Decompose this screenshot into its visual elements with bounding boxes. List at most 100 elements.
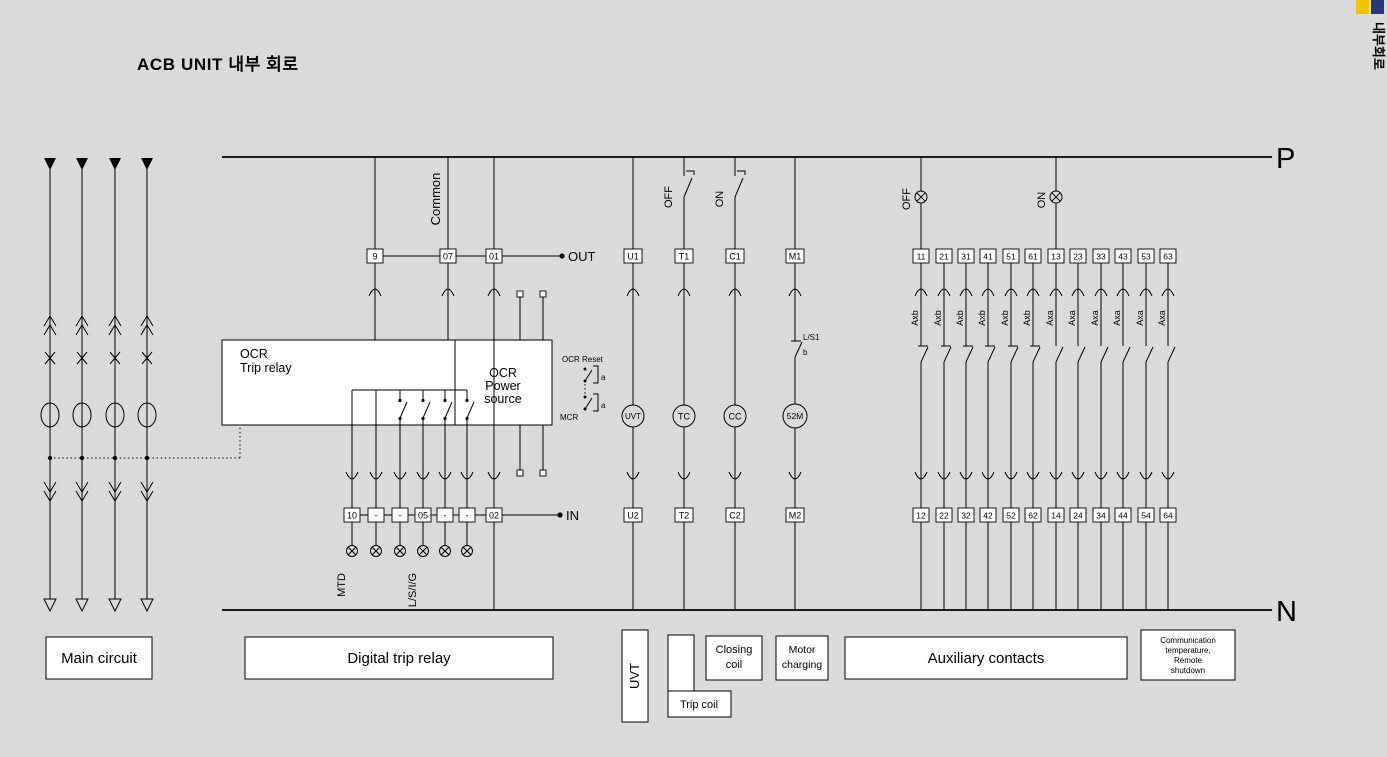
terminal-box: [935, 248, 953, 264]
aux-contact-circuit: Axb 11 12: [910, 248, 930, 610]
terminal-label: 33: [1096, 252, 1106, 262]
main-circuit-pole: [72, 158, 92, 613]
trip-coil-circuit: OFF TC T1 T2: [663, 157, 696, 610]
terminal-box: [366, 248, 384, 264]
lsig-label: L/S/I/G: [407, 573, 419, 607]
terminal-box: [1137, 507, 1155, 523]
ocr-trip-relay-box: [221, 339, 553, 426]
ct-coil-icon: [72, 402, 92, 428]
terminal-label: M2: [789, 511, 802, 521]
closing-coil-label: CC: [729, 412, 742, 422]
uvt-coil-label: UVT: [625, 412, 641, 421]
terminal-box: [1114, 507, 1132, 523]
aux-type-label: Axa: [1135, 310, 1145, 326]
mtd-label: MTD: [336, 573, 348, 597]
terminal-box: [957, 248, 975, 264]
aux-type-label: Axb: [910, 310, 920, 326]
contact-a-label: a: [601, 401, 606, 410]
brand-flag-left-icon: [1356, 0, 1369, 14]
relay-output-contact: [421, 390, 431, 425]
terminal-label: 12: [916, 511, 926, 521]
terminal-label: 21: [939, 252, 949, 262]
page-title: ACB UNIT 내부 회로: [137, 55, 299, 74]
aux-contact-circuit: Axb 61 62: [1022, 248, 1042, 610]
charging-motor-label: 52M: [787, 411, 804, 421]
terminal-box: [1002, 248, 1020, 264]
limit-switch-label: L/S1: [803, 333, 820, 342]
terminal-box: [1069, 248, 1087, 264]
aux-contact-circuit: Axa 63 64: [1157, 248, 1177, 610]
aux-contact-circuit: Axb 41 42: [977, 248, 997, 610]
uvt-label: UVT: [627, 663, 642, 689]
ocr-box-title: OCR: [240, 347, 268, 361]
motor-charging-label-box: [775, 635, 829, 681]
terminal-box: [1024, 507, 1042, 523]
terminal-box: [979, 248, 997, 264]
terminal-box: [785, 248, 805, 264]
section-labels: Main circuit Digital trip relay UVT Trip…: [45, 629, 1236, 723]
terminal-box: [1047, 507, 1065, 523]
closing-coil-label: coil: [726, 659, 743, 671]
digital-trip-relay-label: Digital trip relay: [347, 650, 451, 667]
terminal-label: 13: [1051, 252, 1061, 262]
terminal-box: [935, 507, 953, 523]
terminal-label: -: [375, 511, 378, 521]
digital-trip-relay-label-box: [244, 636, 554, 680]
terminal-label: 44: [1118, 511, 1128, 521]
terminal-label: 23: [1073, 252, 1083, 262]
terminal-label: C1: [729, 252, 741, 262]
aux-type-label: Axa: [1157, 310, 1167, 326]
connector-pin: [539, 290, 547, 298]
terminal-box: [725, 507, 745, 523]
main-circuit-label-box: [45, 636, 153, 680]
closing-coil-circuit: ON CC C1 C2: [714, 157, 747, 610]
terminal-label: 05: [418, 511, 428, 521]
side-tab-label: 내부회로: [1371, 22, 1386, 70]
aux-contact-circuit: Axa 43 44: [1112, 248, 1132, 610]
aux-type-label: Axa: [1090, 310, 1100, 326]
aux-type-label: Axa: [1067, 310, 1077, 326]
terminal-box: [912, 507, 930, 523]
on-switch-label: ON: [714, 191, 726, 208]
terminal-label: 52: [1006, 511, 1016, 521]
aux-contact-circuit: Axb 31 32: [955, 248, 975, 610]
closing-coil-label-box: [705, 635, 763, 681]
terminal-label: 10: [347, 511, 357, 521]
relay-output-contact: [465, 390, 475, 425]
bus-n-label: N: [1276, 596, 1297, 628]
ct-coil-icon: [137, 402, 157, 428]
terminal-label: 32: [961, 511, 971, 521]
terminal-box: [1159, 248, 1177, 264]
trip-indicator-lamps: [346, 522, 473, 557]
terminal-label: 11: [917, 252, 926, 262]
terminal-box: [1024, 248, 1042, 264]
terminal-label: -: [399, 511, 402, 521]
aux-contacts-label: Auxiliary contacts: [928, 650, 1045, 667]
aux-type-label: Axa: [1112, 310, 1122, 326]
terminal-label: 14: [1051, 511, 1061, 521]
terminal-label: 43: [1118, 252, 1128, 262]
uvt-label-box: [621, 629, 649, 723]
bus-p-label: P: [1276, 143, 1295, 175]
on-indicator-lamp: ON: [1036, 157, 1063, 249]
terminal-label: 02: [489, 511, 499, 521]
trip-coil-label-box: [667, 690, 732, 718]
aux-type-label: Axb: [1022, 310, 1032, 326]
communication-label-box: [1140, 629, 1236, 681]
terminal-box: [1114, 248, 1132, 264]
ct-coil-icon: [105, 402, 125, 428]
motor-charging-label: Motor: [789, 644, 816, 656]
terminal-label: 62: [1028, 511, 1038, 521]
ocr-box-subtitle: Trip relay: [240, 361, 292, 375]
motor-charging-label: charging: [782, 659, 822, 671]
aux-type-label: Axb: [977, 310, 987, 326]
terminal-label: C2: [729, 511, 741, 521]
terminal-box: [623, 248, 643, 264]
trip-coil-label: Trip coil: [680, 699, 718, 711]
main-circuit-pole: [40, 158, 60, 613]
aux-contact-circuit: Axa 53 54: [1135, 248, 1155, 610]
main-circuit-pole: [105, 158, 125, 613]
motor-charging-circuit: L/S1 b 52M M1 M2: [782, 157, 820, 610]
aux-type-label: Axb: [933, 310, 943, 326]
